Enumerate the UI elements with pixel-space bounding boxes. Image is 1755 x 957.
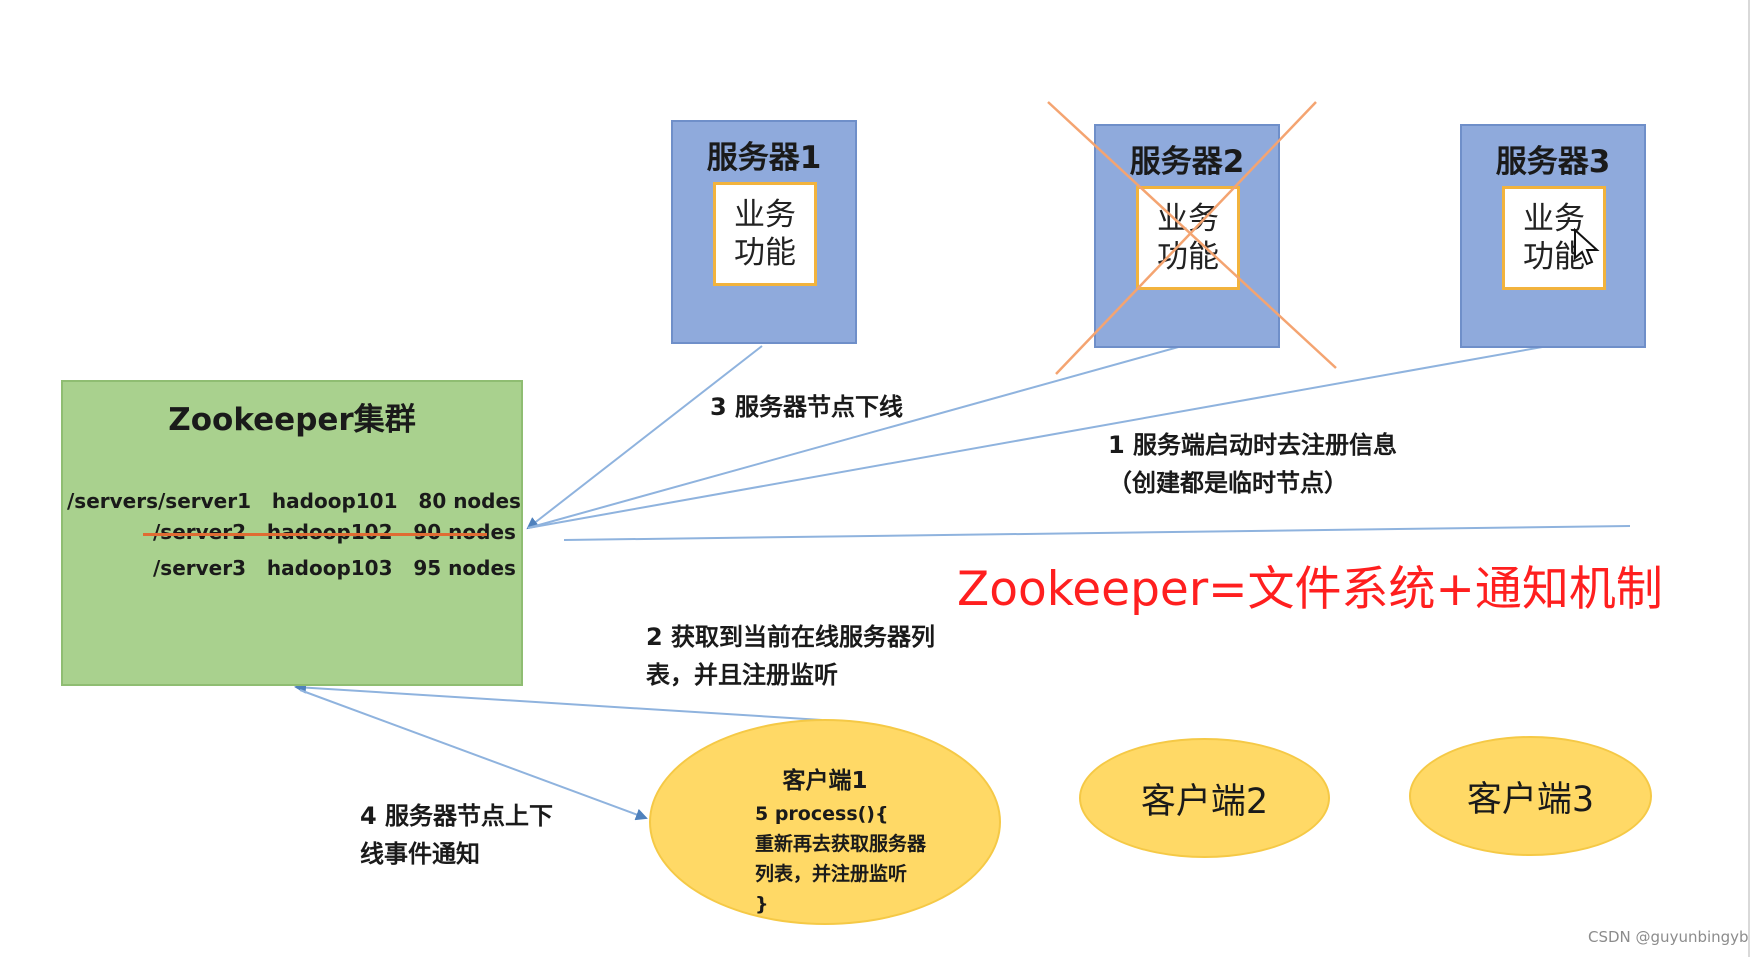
server-1-box: 服务器1 业务功能 [671,120,857,344]
client-1-ellipse: 客户端1 5 process(){ 重新再去获取服务器 列表，并注册监听 } [649,719,1001,925]
server-2-title: 服务器2 [1129,144,1245,180]
zookeeper-cluster-box: Zookeeper集群 /servers/server1 hadoop101 8… [61,380,523,686]
zookeeper-cluster-title: Zookeeper集群 [168,402,416,438]
step4-label: 4 服务器节点上下线事件通知 [360,802,554,868]
client-1-code-line: } [755,893,769,915]
client-3-label: 客户端3 [1466,779,1595,820]
server-2-box: 服务器2 业务功能 [1094,124,1280,348]
mouse-cursor-icon [1574,228,1600,266]
notification-divider-line [563,525,1631,541]
client-1-code-line: 5 process(){ [755,803,889,825]
csdn-watermark: CSDN @guyunbingyb [1588,928,1749,946]
client-3-ellipse: 客户端3 [1409,736,1652,856]
client-1-title: 客户端1 [782,768,868,794]
server-1-business-label: 业务功能 [734,197,796,271]
client1-to-zookeeper-line [294,681,823,721]
cross-stroke-2 [1055,101,1317,375]
server2-to-zookeeper-line [527,345,1183,529]
zookeeper-row-server2: /server2 hadoop102 90 nodes [153,520,516,544]
server1-to-zookeeper-line [526,345,763,530]
step1-label: 1 服务端启动时去注册信息（创建都是临时节点） [1108,431,1398,497]
register-arrows [294,345,1631,821]
step3-label: 3 服务器节点下线 [710,393,904,421]
client-2-ellipse: 客户端2 [1079,738,1330,858]
cross-stroke-1 [1047,101,1337,369]
server-3-box: 服务器3 业务功能 [1460,124,1646,348]
server-3-title: 服务器3 [1495,144,1611,180]
zookeeper-row-server1: /servers/server1 hadoop101 80 nodes [67,489,521,513]
server2-strikethrough [143,533,487,536]
server-1-title: 服务器1 [706,140,822,176]
headline-formula: Zookeeper=文件系统+通知机制 [957,562,1663,617]
zookeeper-to-client1-notify-line [299,689,648,821]
client-1-code-line: 重新再去获取服务器 [755,833,927,855]
client-1-code-line: 列表，并注册监听 [755,863,908,885]
client-2-label: 客户端2 [1140,781,1269,822]
step2-label: 2 获取到当前在线服务器列表，并且注册监听 [646,623,936,689]
client-1-code: 5 process(){ 重新再去获取服务器 列表，并注册监听 } [755,799,926,919]
page-edge [1748,0,1750,957]
zookeeper-row-server3: /server3 hadoop103 95 nodes [153,556,516,580]
server3-to-zookeeper-line [527,345,1549,529]
server-1-business-box: 业务功能 [713,182,817,286]
